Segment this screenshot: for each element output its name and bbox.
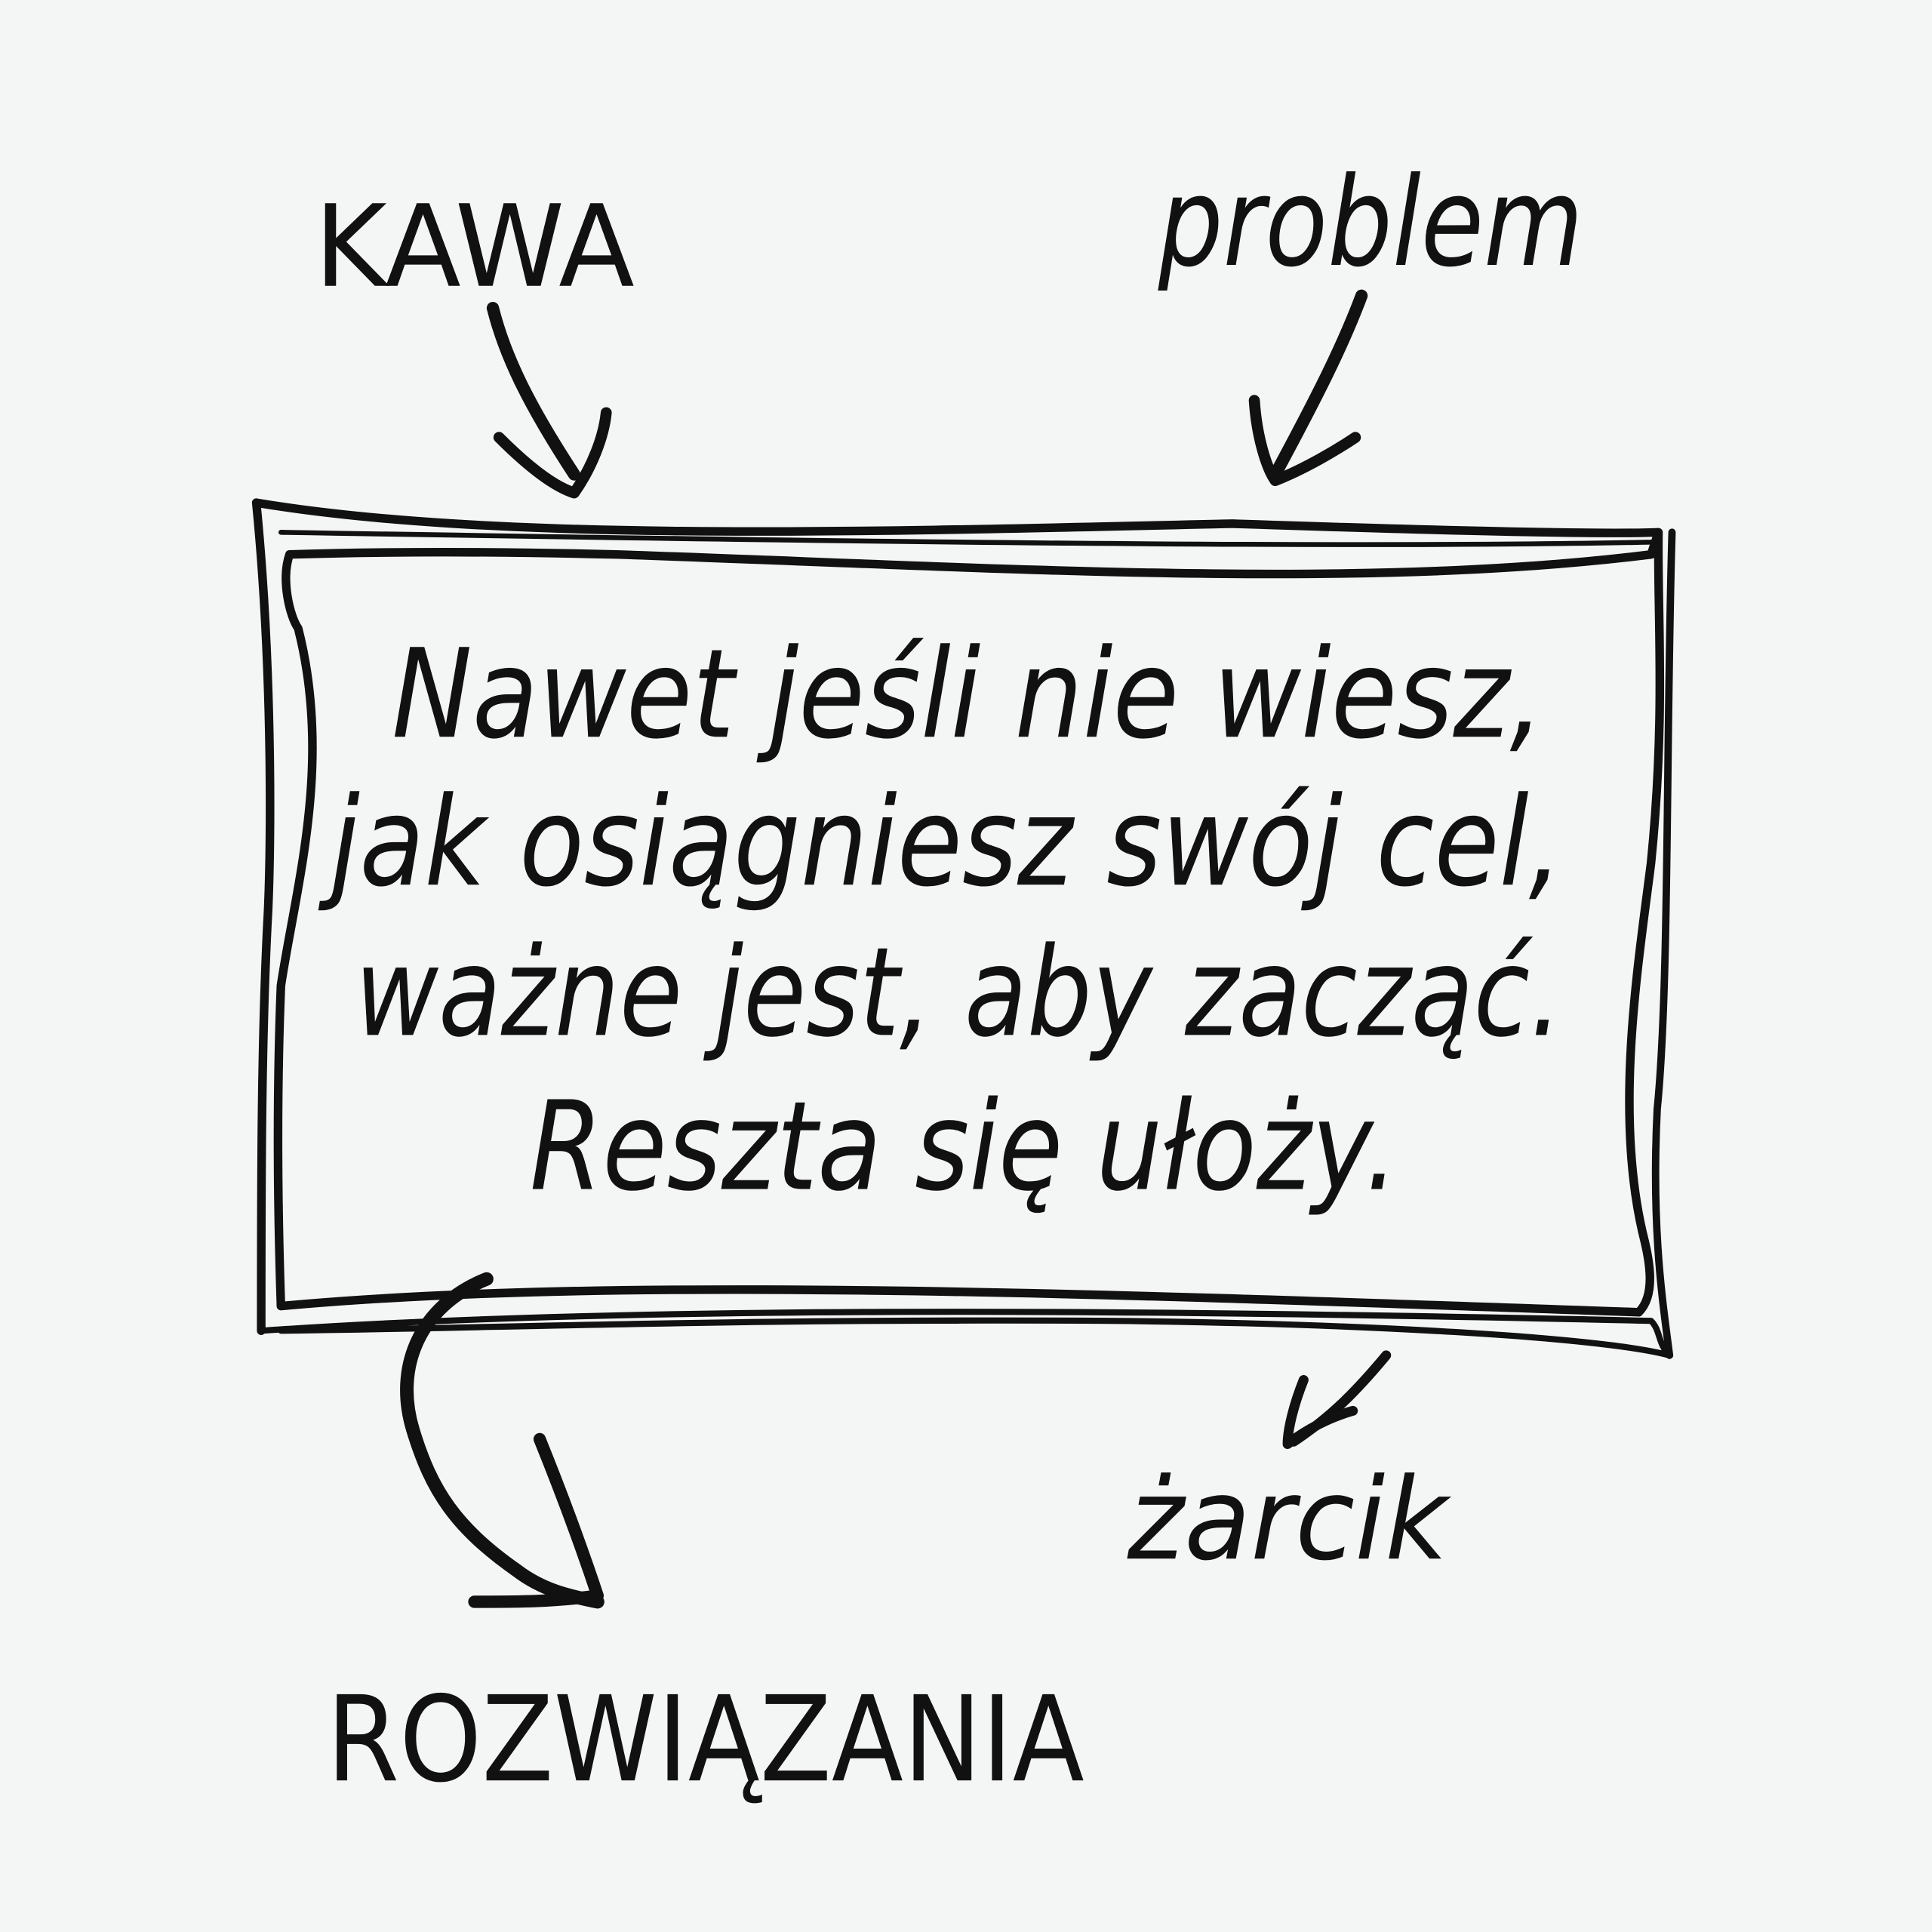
quote-line-4: Reszta się ułoży. bbox=[530, 1075, 1398, 1219]
label-kawa: KAWA bbox=[314, 182, 634, 313]
quote: Nawet jeśli nie wiesz, jak osiągniesz sw… bbox=[318, 622, 1562, 1218]
quote-line-2: jak osiągniesz swój cel, bbox=[318, 770, 1562, 914]
arrow-rozwiazania-icon bbox=[400, 1272, 605, 1609]
quote-line-3: ważne jest, aby zacząć. bbox=[355, 920, 1562, 1064]
label-rozwiazania: ROZWIĄZANIA bbox=[327, 1671, 1084, 1808]
arrow-kawa-icon bbox=[486, 302, 612, 499]
sketch-frame bbox=[251, 498, 1676, 1359]
label-zarcik: żarcik bbox=[1127, 1454, 1451, 1586]
quote-line-1: Nawet jeśli nie wiesz, bbox=[392, 622, 1544, 766]
arrow-problem-icon bbox=[1248, 289, 1368, 487]
label-problem: problem bbox=[1158, 150, 1583, 294]
arrow-zarcik-icon bbox=[1282, 1350, 1392, 1450]
